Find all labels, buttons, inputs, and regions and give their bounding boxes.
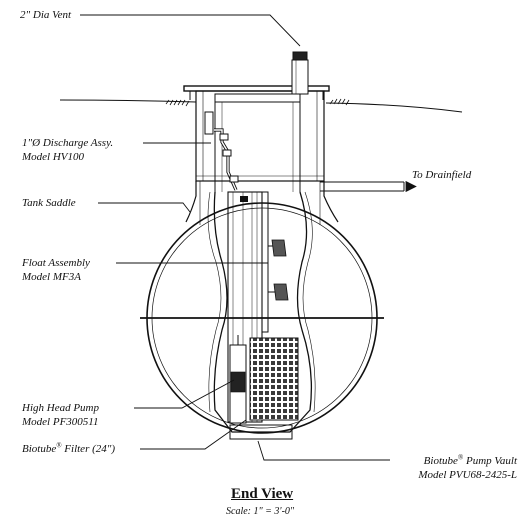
gravel-hatch (165, 98, 350, 107)
pump-label-line1: High Head Pump (22, 402, 99, 414)
vent-label: 2" Dia Vent (20, 9, 72, 21)
tank-saddle-label: Tank Saddle (22, 197, 76, 209)
vault-label-line1: Biotube® Pump Vault (423, 453, 517, 467)
pump-label-line2: Model PF300511 (22, 416, 99, 428)
float-label-line1: Float Assembly (22, 257, 90, 269)
float-label-line2: Model MF3A (22, 271, 81, 283)
discharge-label-line2: Model HV100 (22, 151, 85, 163)
pump-screen (249, 337, 299, 421)
vault-casing (214, 93, 301, 192)
drainfield-label: To Drainfield (412, 169, 472, 181)
pump-vault (207, 191, 316, 440)
tank-saddle (185, 181, 339, 225)
float-tree (261, 191, 289, 333)
filter-label: Biotube® Filter (24") (22, 441, 116, 455)
scale-note: Scale: 1" = 3'-0" (226, 506, 295, 517)
discharge-assembly (204, 111, 239, 191)
view-title: End View (231, 486, 294, 502)
vault-label-line2: Model PVU68-2425-L (418, 469, 517, 481)
leader-lines (80, 14, 390, 461)
riser (183, 85, 330, 182)
drainfield-pipe (320, 180, 417, 193)
high-head-pump (229, 335, 247, 424)
vent-pipe (291, 51, 309, 95)
discharge-label-line1: 1"Ø Discharge Assy. (22, 137, 114, 149)
